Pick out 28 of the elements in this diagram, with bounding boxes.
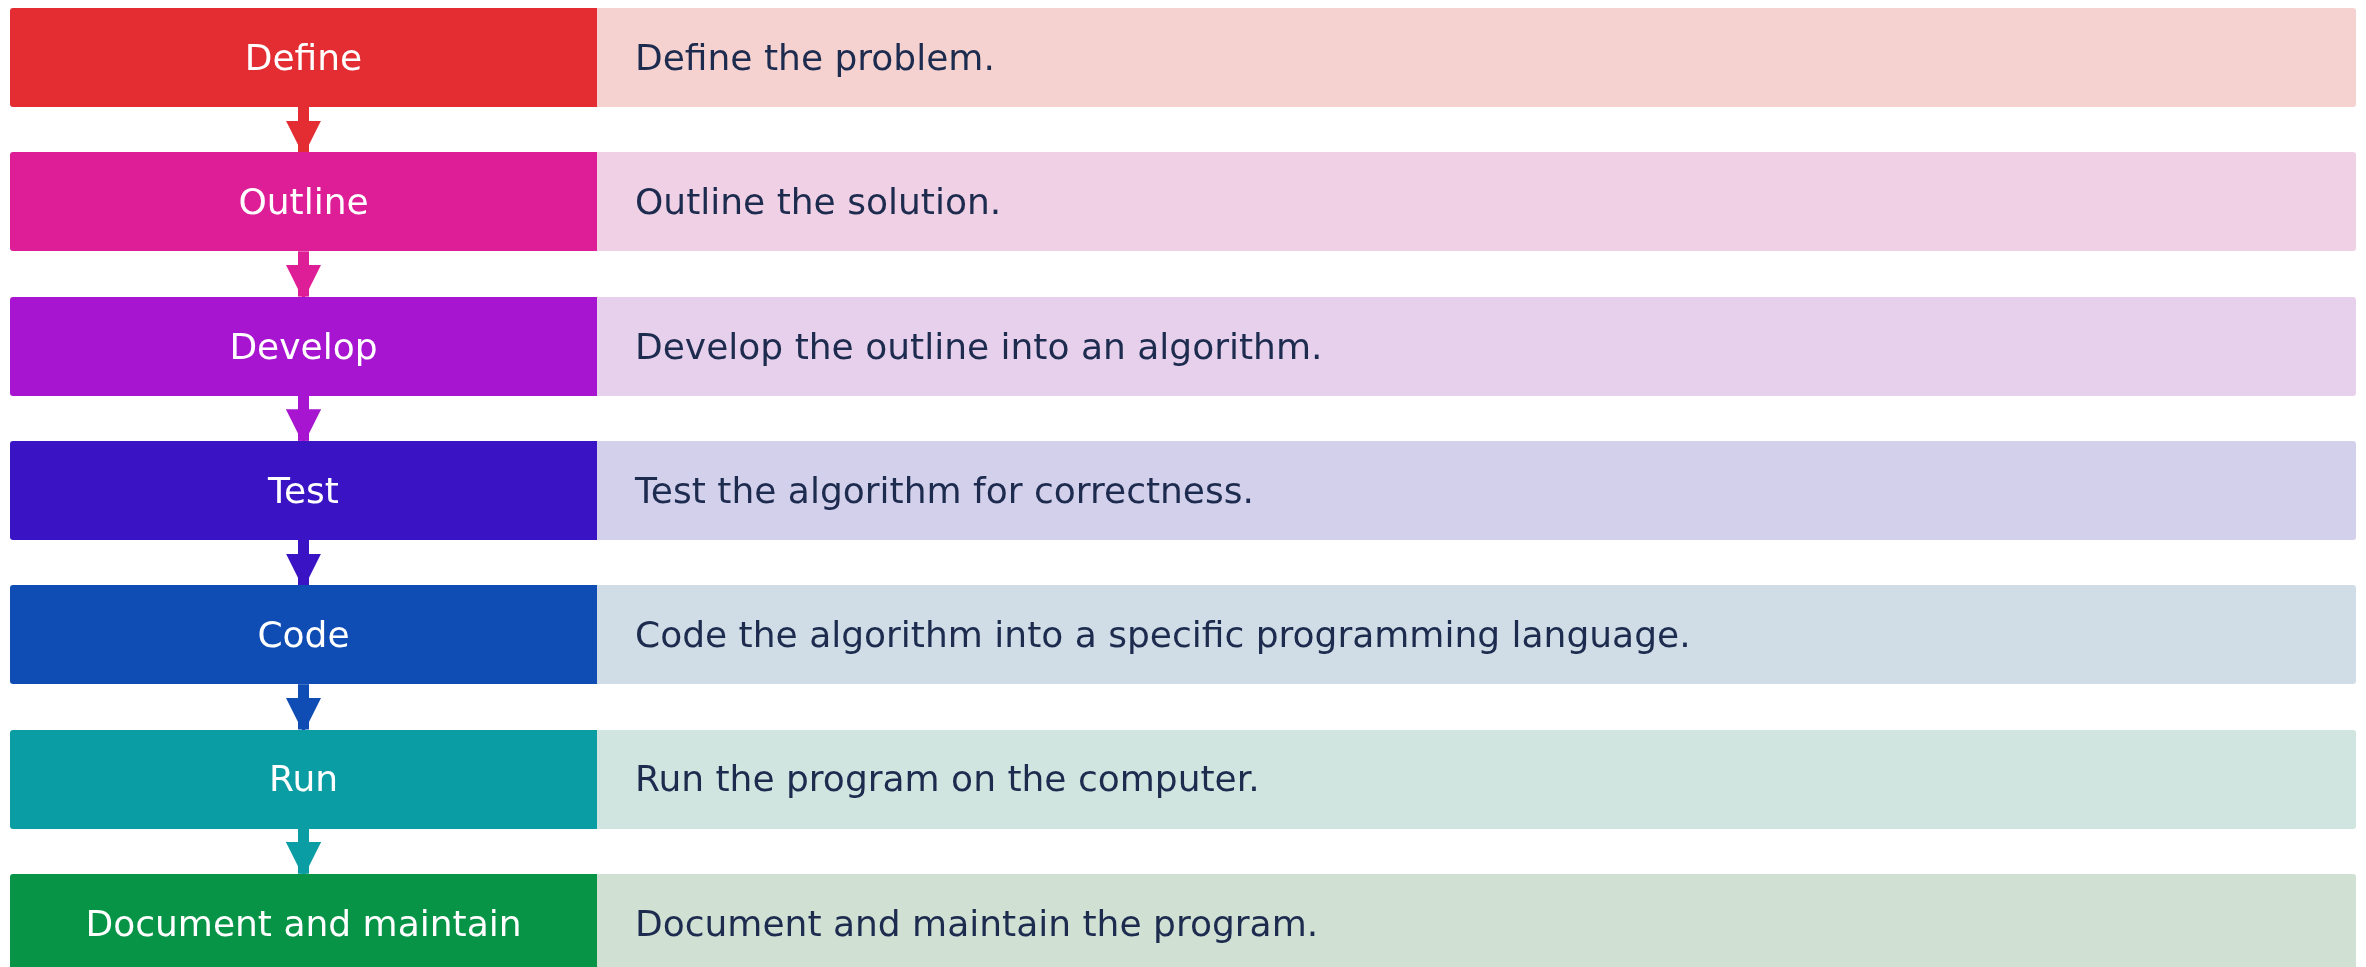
step-box <box>10 8 597 107</box>
description-box <box>597 440 2356 540</box>
step-label: Run <box>269 757 338 801</box>
description-text: Run the program on the computer. <box>635 757 1260 801</box>
description-box <box>597 585 2356 685</box>
step-box <box>10 585 597 685</box>
description-box <box>597 296 2356 396</box>
step-box <box>10 729 597 829</box>
step-label: Outline <box>238 180 369 224</box>
step-box <box>10 296 597 396</box>
step-box <box>10 873 597 967</box>
step-label: Document and maintain <box>85 901 522 945</box>
step-label: Test <box>268 468 339 512</box>
step-label: Develop <box>229 324 378 368</box>
description-box <box>597 8 2356 107</box>
description-text: Outline the solution. <box>635 180 1002 224</box>
step-box <box>10 152 597 252</box>
description-text: Test the algorithm for correctness. <box>635 468 1254 512</box>
description-text: Code the algorithm into a specific programming language. <box>635 613 1691 657</box>
description-box <box>597 873 2356 967</box>
description-text: Document and maintain the program. <box>635 901 1319 945</box>
description-text: Develop the outline into an algorithm. <box>635 324 1323 368</box>
description-box <box>597 152 2356 252</box>
description-text: Define the problem. <box>635 35 995 80</box>
description-box <box>597 729 2356 829</box>
step-label: Code <box>257 613 350 657</box>
step-box <box>10 440 597 540</box>
step-label: Define <box>244 35 363 80</box>
